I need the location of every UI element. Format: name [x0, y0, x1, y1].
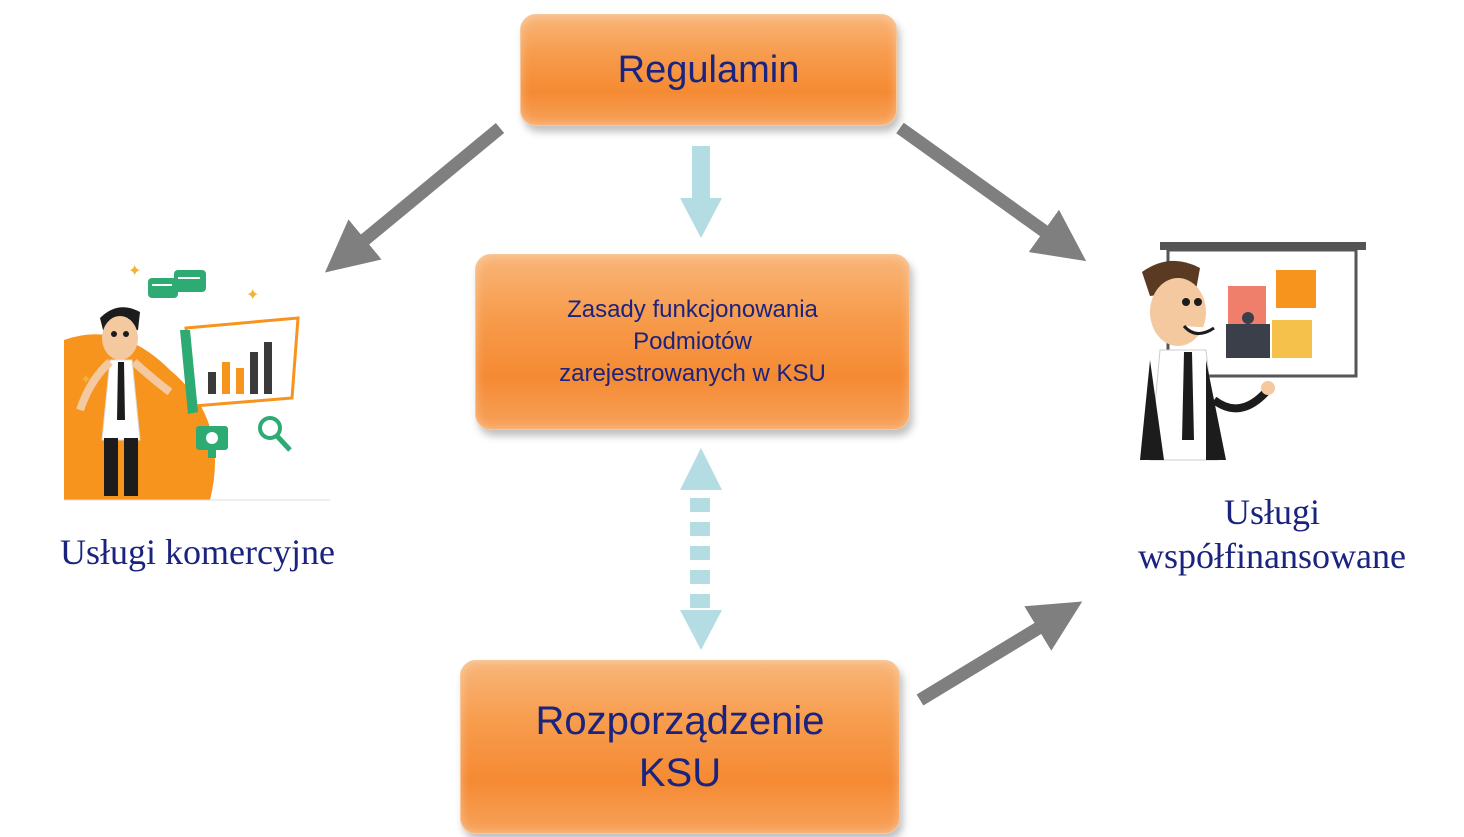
- box-zasady-label: Zasady funkcjonowania Podmiotów zarejest…: [559, 296, 826, 387]
- label-uslugi-wspolfinansowane: Usługi współfinansowane: [1138, 492, 1406, 576]
- box-regulamin-label: Regulamin: [617, 48, 800, 91]
- businessman-puzzle-icon: [1140, 242, 1366, 461]
- businessman-chart-icon: ✦ ✦ ✦: [64, 261, 330, 501]
- arrow-regulamin-to-zasady: [680, 146, 722, 238]
- bar-chart-board-icon: [180, 316, 300, 414]
- arrow-regulamin-to-komercyjne: [324, 122, 505, 273]
- box-rozporzadzenie: Rozporządzenie KSU: [460, 660, 900, 834]
- svg-text:✦: ✦: [246, 285, 259, 304]
- arrow-rozporzadzenie-to-wspolfinansowane: [916, 601, 1083, 706]
- chat-bubbles-icon: [148, 270, 206, 298]
- businessman-figure: [76, 307, 173, 496]
- box-regulamin: Regulamin: [520, 14, 897, 126]
- box-zasady-funkcjonowania: Zasady funkcjonowania Podmiotów zarejest…: [475, 254, 910, 430]
- svg-text:✦: ✦: [128, 261, 141, 280]
- monitor-icon: [196, 426, 228, 458]
- double-arrow-zasady-rozporzadzenie: [680, 448, 722, 650]
- puzzle-pieces-icon: [1226, 270, 1316, 358]
- box-rozporzadzenie-label: Rozporządzenie KSU: [535, 699, 825, 795]
- businessman-figure: [1140, 260, 1275, 461]
- label-uslugi-komercyjne: Usługi komercyjne: [60, 532, 335, 572]
- magnifier-icon: [258, 416, 292, 452]
- arrow-regulamin-to-wspolfinansowane: [896, 122, 1087, 262]
